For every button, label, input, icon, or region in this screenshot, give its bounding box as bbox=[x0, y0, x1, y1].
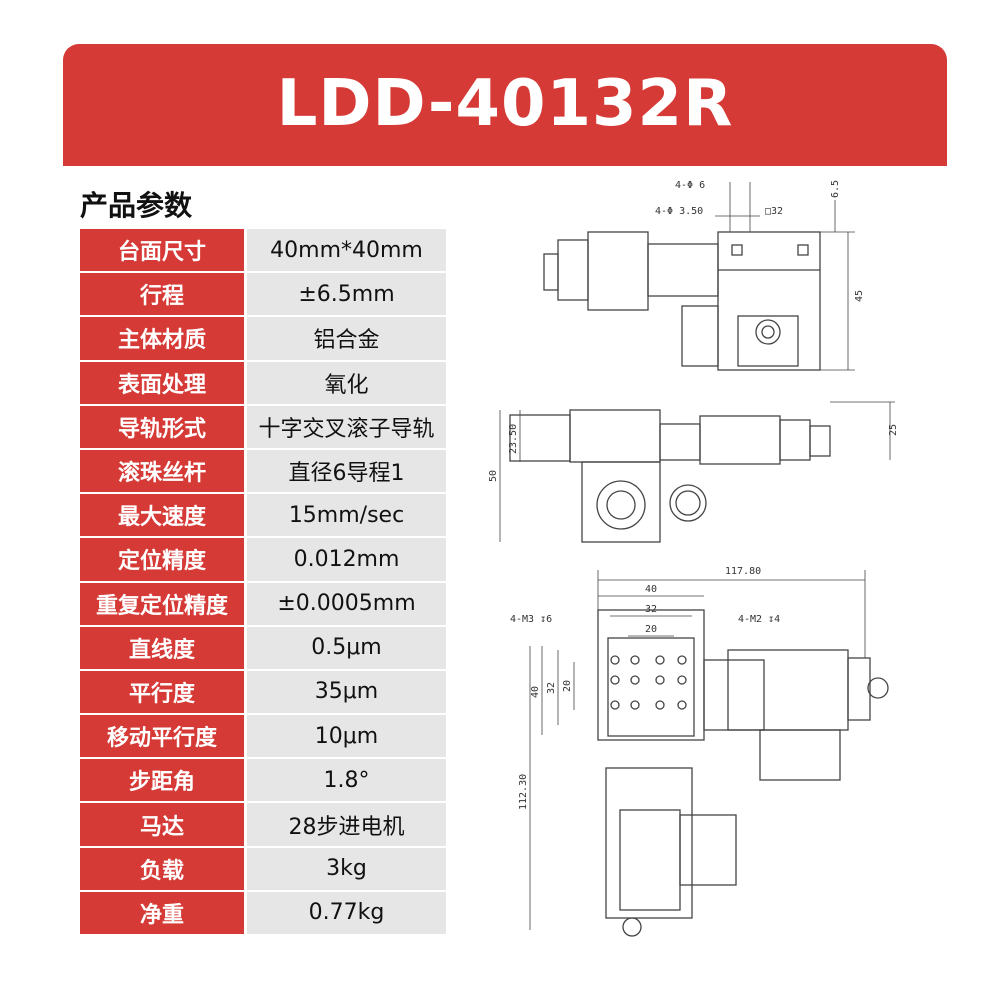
dim-label: 117.80 bbox=[725, 566, 761, 577]
dim-label: 23.50 bbox=[508, 424, 519, 454]
spec-value: 氧化 bbox=[247, 361, 446, 406]
spec-key: 台面尺寸 bbox=[80, 229, 244, 274]
dim-label: 20 bbox=[562, 680, 573, 692]
section-title: 产品参数 bbox=[80, 189, 193, 222]
spec-value: ±0.0005mm bbox=[247, 582, 446, 627]
spec-key: 主体材质 bbox=[80, 317, 244, 362]
spec-value: 1.8° bbox=[247, 759, 446, 804]
spec-value: ±6.5mm bbox=[247, 273, 446, 318]
dim-label: 20 bbox=[645, 624, 657, 635]
spec-value: 铝合金 bbox=[247, 317, 446, 362]
spec-value: 35μm bbox=[247, 670, 446, 716]
spec-key: 导轨形式 bbox=[80, 405, 244, 450]
technical-drawing: 4-Φ 6 4-Φ 3.50 □32 6.5 45 23.50 50 25 11… bbox=[488, 180, 899, 937]
spec-row: 主体材质铝合金 bbox=[80, 317, 446, 362]
title-banner: LDD-40132R bbox=[63, 44, 947, 166]
spec-key: 行程 bbox=[80, 273, 244, 318]
spec-key: 表面处理 bbox=[80, 361, 244, 406]
spec-row: 行程±6.5mm bbox=[80, 273, 446, 318]
spec-value: 0.77kg bbox=[247, 891, 446, 936]
spec-value: 10μm bbox=[247, 715, 446, 760]
spec-row: 重复定位精度±0.0005mm bbox=[80, 582, 446, 627]
spec-key: 定位精度 bbox=[80, 538, 244, 583]
dim-label: 4-M3 ↧6 bbox=[510, 614, 552, 625]
dim-label: 50 bbox=[488, 470, 499, 482]
spec-row: 导轨形式十字交叉滚子导轨 bbox=[80, 405, 446, 450]
dim-label: 32 bbox=[546, 682, 557, 694]
front-view bbox=[529, 570, 889, 937]
dim-label: 4-Φ 3.50 bbox=[655, 206, 703, 217]
spec-value: 15mm/sec bbox=[247, 494, 446, 539]
dim-label: 4-Φ 6 bbox=[675, 180, 705, 191]
spec-value: 直径6导程1 bbox=[247, 449, 446, 495]
spec-key: 重复定位精度 bbox=[80, 582, 244, 627]
dim-label: 40 bbox=[645, 584, 657, 595]
spec-key: 最大速度 bbox=[80, 494, 244, 539]
spec-key: 平行度 bbox=[80, 670, 244, 716]
dim-label: □32 bbox=[765, 206, 783, 217]
dim-label: 4-M2 ↧4 bbox=[738, 614, 780, 625]
spec-key: 净重 bbox=[80, 891, 244, 936]
dim-label: 112.30 bbox=[518, 774, 529, 810]
spec-row: 表面处理氧化 bbox=[80, 361, 446, 406]
dim-label: 6.5 bbox=[830, 180, 841, 198]
spec-value: 28步进电机 bbox=[247, 803, 446, 848]
dim-label: 32 bbox=[645, 604, 657, 615]
spec-value: 0.5μm bbox=[247, 626, 446, 671]
side-view bbox=[499, 401, 895, 543]
spec-key: 滚珠丝杆 bbox=[80, 449, 244, 495]
spec-key: 直线度 bbox=[80, 626, 244, 671]
spec-value: 0.012mm bbox=[247, 538, 446, 583]
spec-value: 十字交叉滚子导轨 bbox=[247, 405, 446, 450]
spec-row: 滚珠丝杆直径6导程1 bbox=[80, 449, 446, 495]
spec-key: 负载 bbox=[80, 847, 244, 892]
dim-label: 45 bbox=[854, 290, 865, 302]
top-view bbox=[543, 182, 855, 371]
dim-label: 25 bbox=[888, 424, 899, 436]
spec-value: 40mm*40mm bbox=[247, 229, 446, 274]
spec-value: 3kg bbox=[247, 847, 446, 892]
spec-key: 步距角 bbox=[80, 759, 244, 804]
dim-label: 40 bbox=[530, 686, 541, 698]
spec-key: 移动平行度 bbox=[80, 715, 244, 760]
spec-key: 马达 bbox=[80, 803, 244, 848]
product-title: LDD-40132R bbox=[276, 67, 734, 141]
